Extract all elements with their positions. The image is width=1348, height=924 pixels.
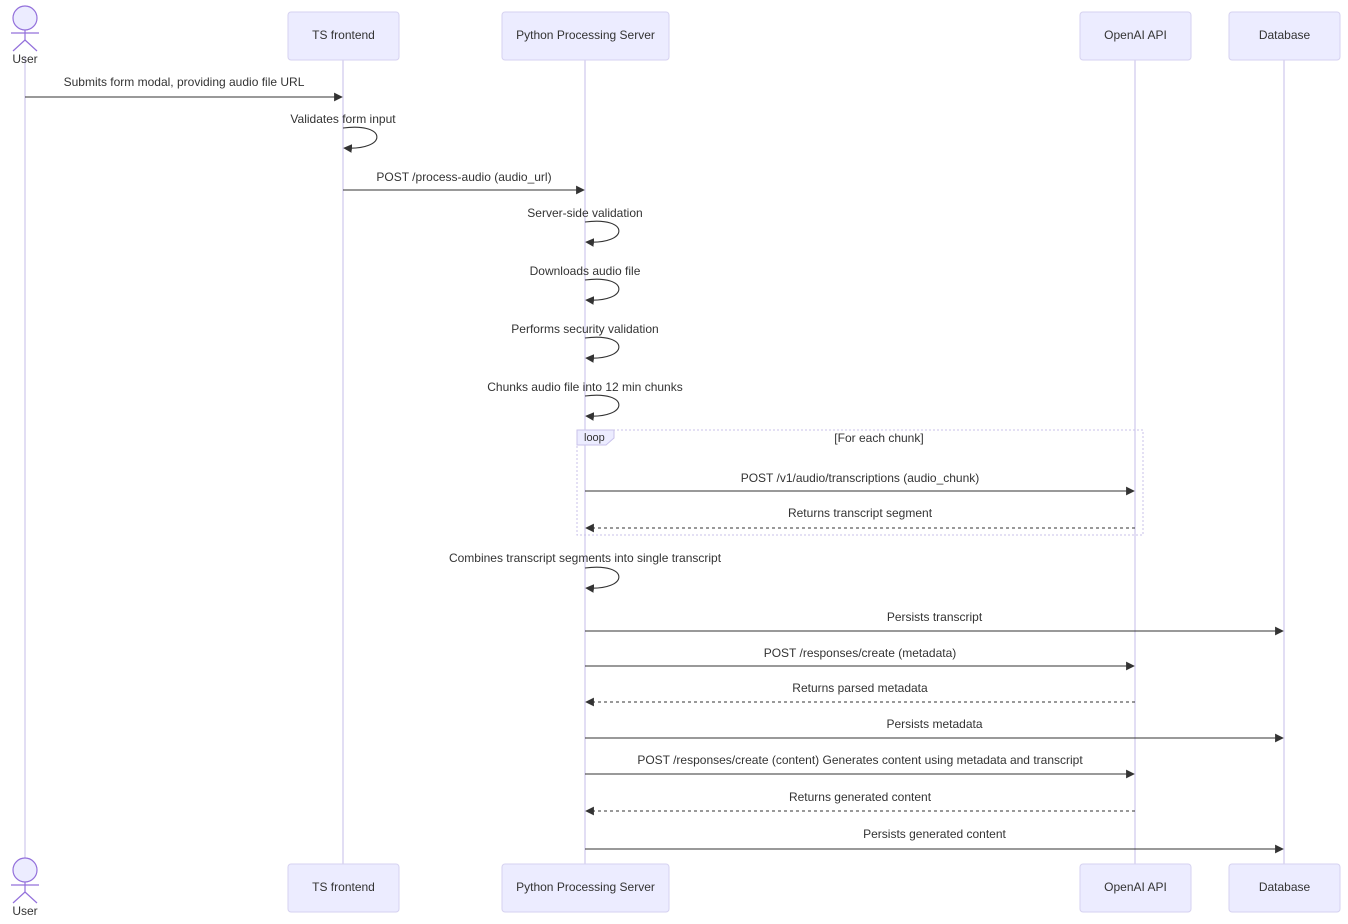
message-label: POST /responses/create (content) Generat… [637,753,1083,767]
participant-user-top: User [11,5,39,66]
message-label: Chunks audio file into 12 min chunks [487,380,682,394]
message-3: POST /process-audio (audio_url) [343,170,585,195]
message-label: Persists transcript [887,610,983,624]
message-label: Downloads audio file [530,264,641,278]
message-6: Performs security validation [511,322,659,363]
participant-label: Python Processing Server [516,28,655,42]
participant-db-bottom: Database [1228,863,1341,913]
participant-label: OpenAI API [1104,880,1167,894]
participant-box [501,11,670,61]
loop-frame [576,429,1144,536]
participant-box [1079,863,1192,913]
messages: Submits form modal, providing audio file… [25,75,1284,854]
message-label: POST /v1/audio/transcriptions (audio_chu… [741,471,980,485]
message-15: POST /responses/create (content) Generat… [585,753,1135,779]
message-label: Server-side validation [527,206,642,220]
participant-label: Database [1259,880,1311,894]
message-1: Submits form modal, providing audio file… [25,75,343,102]
self-message-arrow [584,394,620,421]
message-17: Persists generated content [585,827,1284,854]
message-label: POST /responses/create (metadata) [764,646,957,660]
message-8: POST /v1/audio/transcriptions (audio_chu… [585,471,1135,496]
message-13: Returns parsed metadata [585,681,1135,707]
participant-ts-bottom: TS frontend [287,863,400,913]
message-label: Persists metadata [886,717,982,731]
participant-label: OpenAI API [1104,28,1167,42]
participant-py-top: Python Processing Server [501,11,670,61]
participant-openai-top: OpenAI API [1079,11,1192,61]
message-16: Returns generated content [585,790,1135,816]
participant-box [1079,11,1192,61]
message-7: Chunks audio file into 12 min chunks [487,380,683,421]
message-label: Submits form modal, providing audio file… [64,75,305,89]
message-4: Server-side validation [527,206,643,247]
loop-condition: [For each chunk] [834,431,923,445]
message-9: Returns transcript segment [585,506,1135,533]
message-label: Persists generated content [863,827,1006,841]
message-label: Returns parsed metadata [792,681,928,695]
participant-box [287,863,400,913]
participants-top: User TS frontend Python Processing Server O… [11,5,1341,66]
message-label: Returns generated content [789,790,932,804]
message-label: Performs security validation [511,322,658,336]
message-10: Combines transcript segments into single… [449,551,722,593]
user-actor-icon [11,857,39,904]
participants-bottom: User TS frontend Python Processing Server O… [11,857,1341,918]
self-message-arrow [584,566,620,593]
loop-tab [576,429,615,446]
message-5: Downloads audio file [530,264,641,305]
participant-ts-top: TS frontend [287,11,400,61]
participant-label: TS frontend [312,28,375,42]
participant-py-bottom: Python Processing Server [501,863,670,913]
participant-label: User [12,904,37,918]
participant-label: TS frontend [312,880,375,894]
loop-label: loop [584,432,605,444]
message-11: Persists transcript [585,610,1284,636]
participant-label: Python Processing Server [516,880,655,894]
lifelines [24,56,1285,870]
participant-user-bottom: User [11,857,39,918]
participant-openai-bottom: OpenAI API [1079,863,1192,913]
message-2: Validates form input [290,112,396,153]
participant-label: User [12,52,37,66]
self-message-arrow [342,126,378,153]
participant-box [1228,863,1341,913]
message-label: POST /process-audio (audio_url) [376,170,551,184]
self-message-arrow [584,220,620,247]
message-14: Persists metadata [585,717,1284,743]
self-message-arrow [584,336,620,363]
message-label: Validates form input [290,112,396,126]
self-message-arrow [584,278,620,305]
participant-box [287,11,400,61]
participant-box [1228,11,1341,61]
loop-fragment: loop [For each chunk] [576,429,1144,536]
message-label: Combines transcript segments into single… [449,551,722,565]
user-actor-icon [11,5,39,52]
message-label: Returns transcript segment [788,506,933,520]
message-12: POST /responses/create (metadata) [585,646,1135,671]
participant-box [501,863,670,913]
participant-label: Database [1259,28,1311,42]
participant-db-top: Database [1228,11,1341,61]
